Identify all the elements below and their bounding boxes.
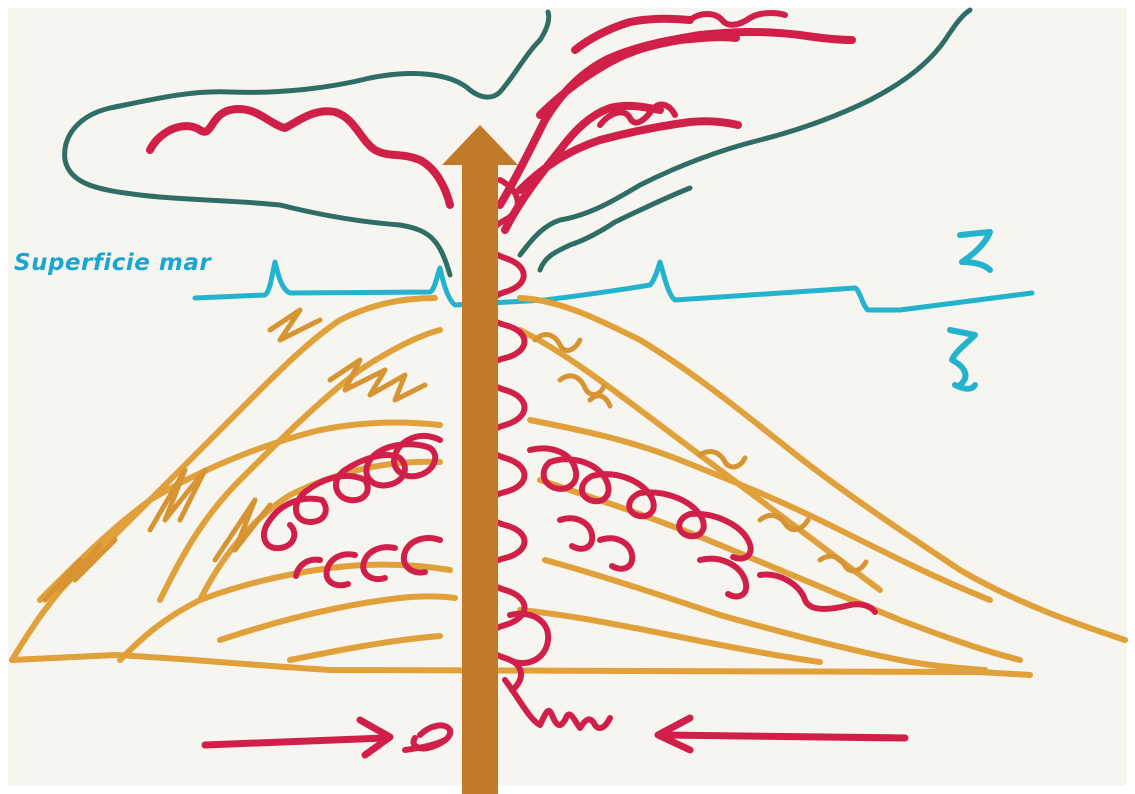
magma-base-left bbox=[405, 725, 450, 750]
sea-surface-line bbox=[195, 262, 1032, 310]
magma-plume-curls bbox=[150, 109, 450, 205]
rising-arrow-shaft bbox=[462, 150, 498, 794]
depth-marker-top bbox=[960, 232, 990, 270]
depth-marker-bottom bbox=[950, 330, 975, 389]
volcano-inner-layers bbox=[40, 330, 1020, 670]
rising-arrow-head bbox=[442, 125, 518, 165]
magma-plume-right bbox=[500, 19, 852, 230]
arrow-right-converging bbox=[658, 718, 905, 750]
sea-surface-label: Superficie mar bbox=[14, 250, 211, 276]
arrow-left-converging bbox=[205, 720, 390, 755]
ash-cloud-outline bbox=[65, 10, 970, 275]
